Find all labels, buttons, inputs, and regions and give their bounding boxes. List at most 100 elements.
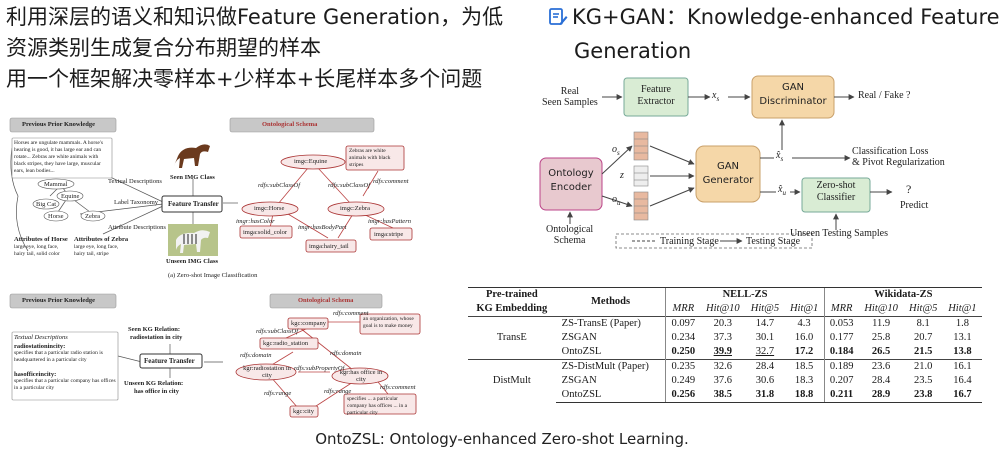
value-cell: 25.8 [871,332,891,343]
gan-discriminator: GAN Discriminator [759,82,827,107]
value-cell: 32.7 [755,346,775,357]
value-cell: 1.8 [942,316,982,331]
figure-image-classification: Previous Prior Knowledge Ontological Sch… [8,116,448,286]
xs-label: xs [712,90,720,103]
gan-diagram-shapes [539,75,893,249]
edge-haspattern: imgr:hasPattern [368,218,411,225]
node-horse: Horse [48,213,64,220]
value-cell: 37.6 [713,375,732,386]
value-cell: 4.3 [784,316,825,331]
attr-horse: large eye, long face, hairy tail, solid … [14,244,60,257]
method-cell: ZSGAN [561,332,597,343]
xhat-s-label: x̂s [776,150,784,163]
value-cell: 0.211 [830,389,854,400]
zebra-comment: Zebras are white animals with black stri… [349,148,391,168]
value-cell: 21.0 [903,359,943,374]
fig-a-feature-transfer: Feature Transfer [168,200,219,208]
edge-comment: rdfs:comment [373,178,409,185]
text2-body: specifies that a particular company has … [14,378,116,391]
attr-zebra: large eye, long face, hairy tail, stripe [74,244,119,257]
value-cell: 38.5 [713,389,732,400]
edge-b-subclass: rdfs:subClassOf [256,328,299,335]
value-cell: 0.184 [829,346,854,357]
z-label: z [620,170,624,181]
fig-a-textual-descriptions: Textual Descriptions [108,178,162,185]
group-wikidata-zs: Wikidata-ZS [823,287,982,302]
value-cell: 0.250 [671,346,696,357]
fig-b-textual-descriptions: Textual Descriptions [14,334,68,341]
fig-b-prior-knowledge-tab: Previous Prior Knowledge [22,297,96,304]
col-kg-embedding: KG Embedding [476,303,548,314]
value-cell: 16.0 [794,332,814,343]
text1-title: radiostationincity: [14,343,66,350]
figure-kg-completion-lines [9,293,421,418]
attr-zebra-title: Attributes of Zebra [74,236,129,243]
value-cell: 28.4 [871,375,891,386]
onto-equine: imgc:Equine [294,158,328,165]
org-comment: an organization, whose goal is to make m… [363,316,414,329]
value-cell: 18.8 [794,389,814,400]
metric-header: MRR [823,302,859,317]
fig-b-ontological-schema-tab: Ontological Schema [298,297,354,304]
attr-horse-title: Attributes of Horse [14,236,68,243]
value-cell: 0.256 [671,389,696,400]
right-heading-line-1: KG+GAN：Knowledge-enhanced Feature [572,5,1000,29]
metric-header: Hit@10 [706,303,740,314]
feature-extractor: Feature Extractor [637,84,675,107]
heading-line-3: 用一个框架解决零样本+少样本+长尾样本多个问题 [6,67,483,91]
value-cell: 16.1 [942,359,982,374]
right-heading-line-2: Generation [574,39,692,63]
os-label: os [612,144,620,157]
slide-caption: OntoZSL: Ontology-enhanced Zero-shot Lea… [315,430,689,448]
zero-shot-classifier: Zero-shot Classifier [816,180,856,203]
metric-header: Hit@5 [909,303,938,314]
value-cell: 0.097 [665,316,701,331]
metric-header: Hit@1 [948,303,977,314]
text2-title: hasofficeincity: [14,371,57,378]
node-mammal: Mammal [44,181,68,188]
onto-zebra: imgc:Zebra [340,205,370,212]
right-heading: KG+GAN：Knowledge-enhanced Feature Genera… [548,2,1004,67]
onto-hairy-tail: imga:hairy_tail [309,243,349,250]
ontology-encoder: Ontology Encoder [548,168,594,193]
value-cell: 30.6 [755,375,775,386]
left-heading: 利用深层的语义和知识做Feature Generation，为低 资源类别生成复… [6,2,526,95]
table-header-row-2: KG Embedding MRR Hit@10 Hit@5 Hit@1 MRR … [468,302,982,317]
onto-has-office-in-city: kgr:has office in city [339,369,383,383]
value-cell: 0.207 [823,374,859,388]
value-cell: 13.8 [953,346,972,357]
value-cell: 39.9 [713,346,732,357]
value-cell: 31.8 [755,389,775,400]
edge-hasbodypart: imgr:hasBodyPart [298,224,347,231]
value-cell: 11.9 [858,316,904,331]
metric-header: MRR [665,302,701,317]
fig-a-attribute-descriptions: Attribute Descriptions [108,224,166,231]
node-zebra: Zebra [85,213,101,220]
question-mark: ? [906,182,912,196]
col-methods: Methods [555,287,666,317]
fig-a-label-taxonomy: Label Taxonomy [114,199,159,206]
testing-stage: Testing Stage [746,236,801,247]
onto-solid-color: imga:solid_color [243,229,288,236]
fig-a-ontological-schema-tab: Ontological Schema [262,121,318,128]
heading-line-1: 利用深层的语义和知识做Feature Generation，为低 [6,5,504,29]
value-cell: 32.6 [700,359,746,374]
value-cell: 23.8 [914,389,933,400]
value-cell: 16.4 [953,375,972,386]
real-seen-samples: Real Seen Samples [542,86,598,108]
horse-image [168,138,218,172]
embedding-distmult: DistMult [468,359,556,403]
edge-b-domain-1: rdfs:domain [240,352,272,359]
table-header-row-1: Pre-trained Methods NELL-ZS Wikidata-ZS [468,287,982,317]
node-bigcat: Big Cat [36,201,57,208]
value-cell: 20.7 [914,332,933,343]
edge-b-comment-1: rdfs:comment [333,310,369,317]
table-row: ZSGAN 0.249 37.6 30.6 18.3 0.207 28.4 23… [468,374,982,388]
metric-header: Hit@10 [864,303,898,314]
heading-line-2: 资源类别生成复合分布期望的样本 [6,36,321,60]
edit-note-icon [548,5,568,36]
gan-diagram: Real Seen Samples Feature Extractor xs G… [520,74,1000,260]
xhat-u-label: x̂u [778,184,786,197]
results-table: Pre-trained Methods NELL-ZS Wikidata-ZS … [468,287,982,403]
edge-subclass-1: rdfs:subClassOf [258,182,301,189]
